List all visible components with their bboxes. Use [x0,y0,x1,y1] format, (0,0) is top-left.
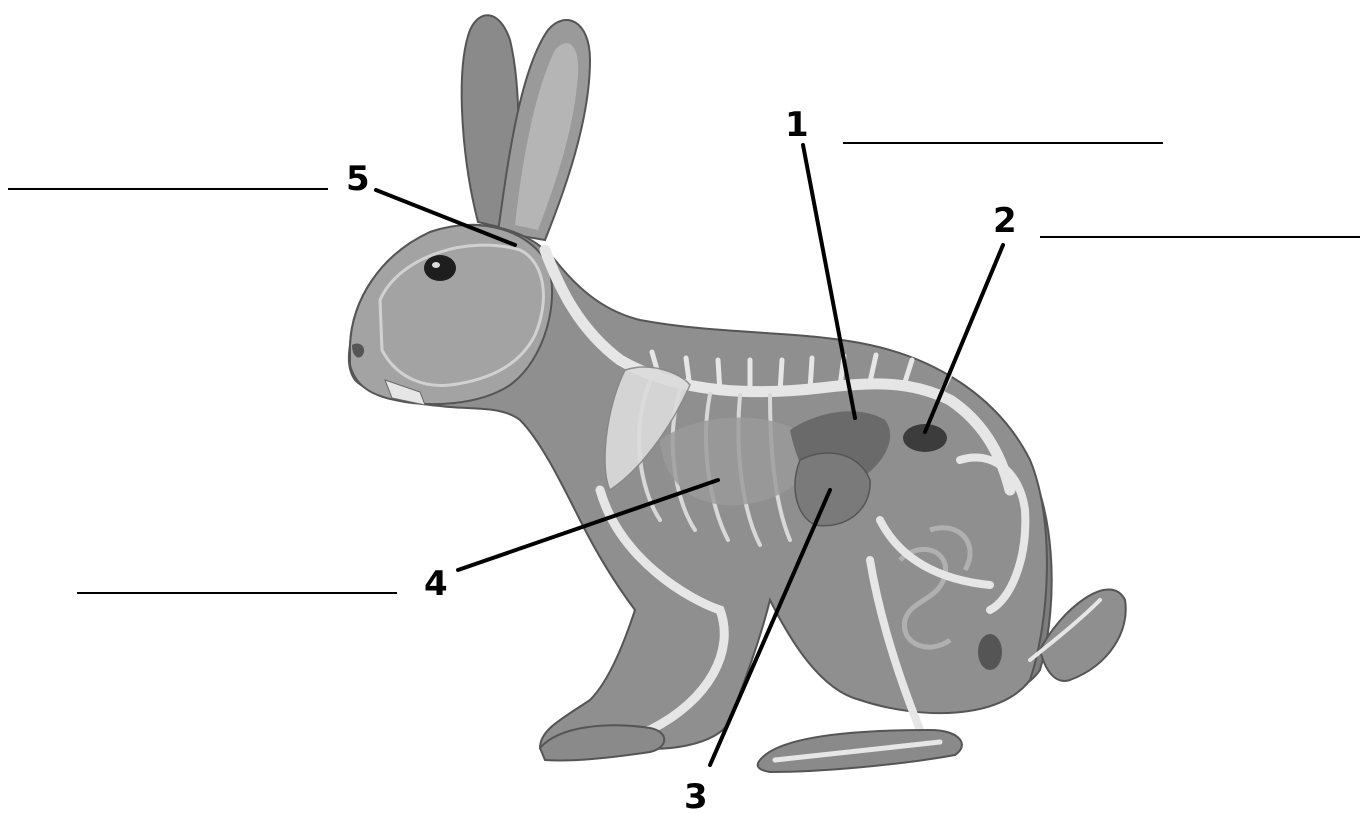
label-number-3: 3 [684,777,708,814]
rabbit-eye-highlight [432,262,440,268]
rabbit-eye [424,255,456,281]
rabbit-bladder [978,634,1002,670]
rabbit-illustration [349,15,1126,772]
label-number-4: 4 [424,564,448,604]
label-number-1: 1 [785,105,809,145]
rabbit-tail [1040,590,1126,681]
label-number-5: 5 [346,159,370,199]
label-number-2: 2 [993,201,1017,241]
